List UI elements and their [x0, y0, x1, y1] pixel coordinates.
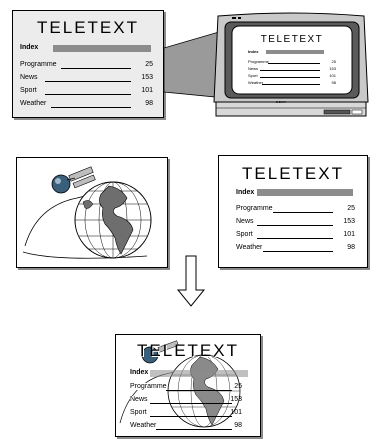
overlay-row-label-sport: Sport — [130, 409, 147, 416]
row-leader — [257, 238, 333, 239]
row-leader — [45, 94, 131, 95]
overlay-row-page-weather: 98 — [234, 422, 242, 429]
down-arrow-icon — [176, 255, 206, 307]
tv-row-label-programme: Programme — [248, 59, 269, 64]
satellite-globe-panel — [16, 157, 168, 268]
row-leader — [45, 81, 131, 82]
row-leader — [61, 68, 131, 69]
overlay-row-leader — [156, 429, 232, 430]
row-leader — [51, 107, 131, 108]
mixed-overlay-panel: TELETEXT Index Programme 25 News 153 Spo… — [115, 334, 261, 437]
row-label-sport: Sport — [236, 231, 253, 238]
row-leader — [273, 212, 333, 213]
overlay-row-leader — [166, 390, 232, 391]
row-leader — [257, 225, 333, 226]
tv-row-leader — [260, 77, 320, 78]
overlay-teletext-title: TELETEXT — [137, 341, 239, 360]
index-bar — [53, 45, 151, 52]
tv-index-label: Index — [248, 49, 259, 54]
tv-teletext-page: TELETEXT Index Programme 25 News 153 Spo… — [234, 28, 350, 92]
tv-row-leader — [260, 70, 320, 71]
row-page-programme: 25 — [145, 61, 153, 68]
satellite-icon — [51, 166, 96, 194]
teletext-title: TELETEXT — [37, 18, 139, 37]
overlay-row-page-news: 153 — [230, 396, 242, 403]
overlay-row-label-news: News — [130, 396, 148, 403]
overlay-row-page-programme: 25 — [234, 383, 242, 390]
tv-set: TELETEXT Index Programme 25 News 153 Spo… — [212, 12, 370, 120]
row-label-sport: Sport — [20, 87, 37, 94]
overlay-index-bar — [150, 370, 248, 377]
tv-row-label-news: News — [248, 66, 259, 71]
overlay-index-label: Index — [130, 369, 149, 376]
tv-row-page-news: 153 — [329, 66, 336, 71]
overlay-row-page-sport: 101 — [230, 409, 242, 416]
globe-icon — [74, 181, 152, 259]
tv-brand-logo: SONY — [276, 100, 287, 104]
row-page-programme: 25 — [347, 205, 355, 212]
tv-row-page-weather: 98 — [331, 80, 336, 85]
tv-teletext-title: TELETEXT — [260, 34, 324, 45]
row-page-weather: 98 — [347, 244, 355, 251]
overlay-row-label-programme: Programme — [130, 383, 167, 390]
tv-row-leader — [262, 84, 320, 85]
index-label: Index — [20, 44, 39, 51]
teletext-page-top: TELETEXT Index Programme 25 News 153 Spo… — [12, 10, 164, 118]
teletext-page-middle: TELETEXT Index Programme 25 News 153 Spo… — [218, 155, 368, 268]
row-label-weather: Weather — [236, 244, 263, 251]
tv-row-label-sport: Sport — [248, 73, 258, 78]
row-label-weather: Weather — [20, 100, 47, 107]
row-page-news: 153 — [343, 218, 355, 225]
row-page-weather: 98 — [145, 100, 153, 107]
teletext-title: TELETEXT — [242, 164, 344, 183]
row-label-news: News — [20, 74, 38, 81]
tv-index-bar — [266, 50, 324, 54]
tv-row-leader — [268, 63, 320, 64]
index-label: Index — [236, 189, 255, 196]
tv-row-page-programme: 25 — [331, 59, 336, 64]
tv-row-page-sport: 101 — [329, 73, 336, 78]
row-label-programme: Programme — [20, 61, 57, 68]
overlay-row-label-weather: Weather — [130, 422, 157, 429]
row-label-news: News — [236, 218, 254, 225]
tv-row-label-weather: Weather — [248, 80, 264, 85]
row-label-programme: Programme — [236, 205, 273, 212]
row-page-sport: 101 — [141, 87, 153, 94]
overlay-row-leader — [150, 403, 232, 404]
satellite-icon — [141, 340, 179, 364]
overlay-row-leader — [150, 416, 232, 417]
row-page-news: 153 — [141, 74, 153, 81]
row-page-sport: 101 — [343, 231, 355, 238]
index-bar — [257, 189, 353, 196]
row-leader — [263, 251, 333, 252]
